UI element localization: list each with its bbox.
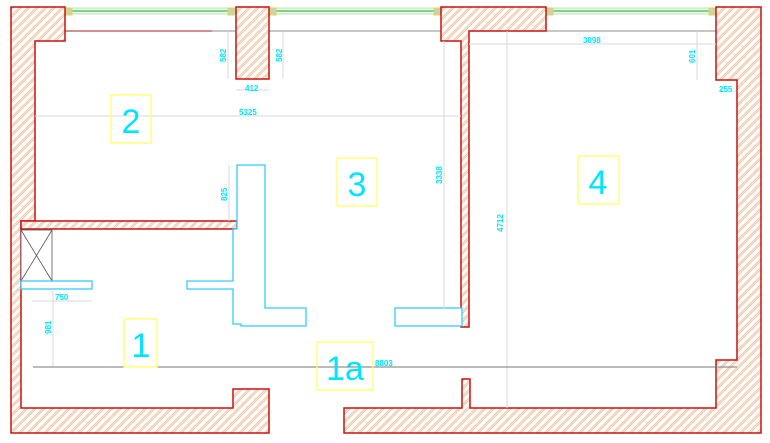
room-tag-1a: 1a bbox=[316, 341, 374, 391]
closet bbox=[20, 229, 93, 290]
closet-shelf bbox=[20, 280, 93, 290]
dim-pier-depth-right: 582 bbox=[275, 48, 284, 62]
svg-text:2: 2 bbox=[122, 103, 141, 141]
wall-right bbox=[343, 6, 762, 434]
dim-pier-width: 412 bbox=[245, 84, 259, 93]
partition-room3 bbox=[186, 164, 307, 327]
room-tag-4: 4 bbox=[577, 155, 620, 205]
dim-room4-depth: 4712 bbox=[496, 214, 505, 232]
room-tag-2: 2 bbox=[110, 94, 152, 144]
walls bbox=[10, 6, 762, 434]
window-middle bbox=[268, 7, 442, 16]
dim-overall-length: 8803 bbox=[375, 359, 393, 368]
partition-right bbox=[394, 307, 463, 327]
dim-closet-depth: 981 bbox=[44, 320, 53, 334]
windows bbox=[64, 7, 717, 16]
svg-text:3: 3 bbox=[348, 166, 367, 204]
dim-recess-width: 255 bbox=[719, 85, 733, 94]
wall-left bbox=[10, 6, 270, 434]
window-left bbox=[64, 7, 236, 16]
svg-text:1: 1 bbox=[132, 327, 151, 365]
dimension-labels: 582 582 412 5325 3098 601 255 825 3338 4… bbox=[44, 36, 733, 368]
room-tag-1: 1 bbox=[123, 318, 158, 368]
svg-text:4: 4 bbox=[589, 164, 608, 202]
wall-room2-bottom bbox=[20, 220, 238, 230]
dim-partition-length: 825 bbox=[220, 187, 229, 201]
svg-text:1a: 1a bbox=[326, 350, 364, 388]
partitions bbox=[186, 164, 463, 327]
dim-closet-width: 750 bbox=[55, 293, 69, 302]
pier bbox=[235, 6, 270, 80]
dim-room2-width: 5325 bbox=[239, 108, 257, 117]
dim-room4-width: 3098 bbox=[583, 36, 601, 45]
room-tag-3: 3 bbox=[336, 157, 378, 207]
dim-room3-depth: 3338 bbox=[435, 166, 444, 184]
wall-top-middle bbox=[440, 6, 547, 328]
window-right bbox=[545, 7, 717, 16]
dim-pier-depth-left: 582 bbox=[219, 48, 228, 62]
dimension-lines bbox=[32, 31, 737, 408]
dim-recess-depth: 601 bbox=[688, 49, 697, 63]
